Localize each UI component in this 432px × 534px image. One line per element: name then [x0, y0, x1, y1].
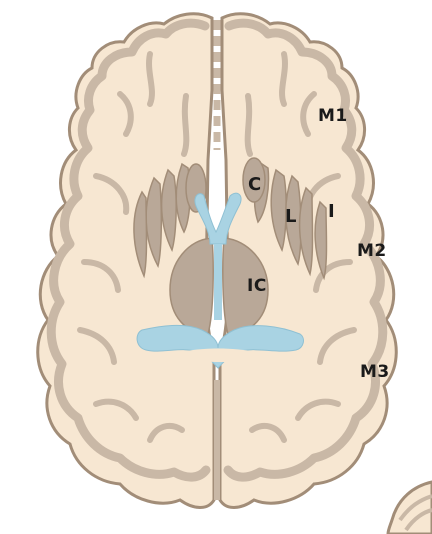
label-i: I	[328, 203, 335, 221]
third-ventricle	[214, 244, 222, 320]
label-c: C	[248, 176, 262, 194]
label-m2: M2	[357, 243, 387, 260]
label-m3: M3	[360, 364, 390, 381]
label-l: L	[285, 208, 297, 226]
label-ic: IC	[247, 278, 267, 295]
label-m1: M1	[318, 108, 348, 125]
